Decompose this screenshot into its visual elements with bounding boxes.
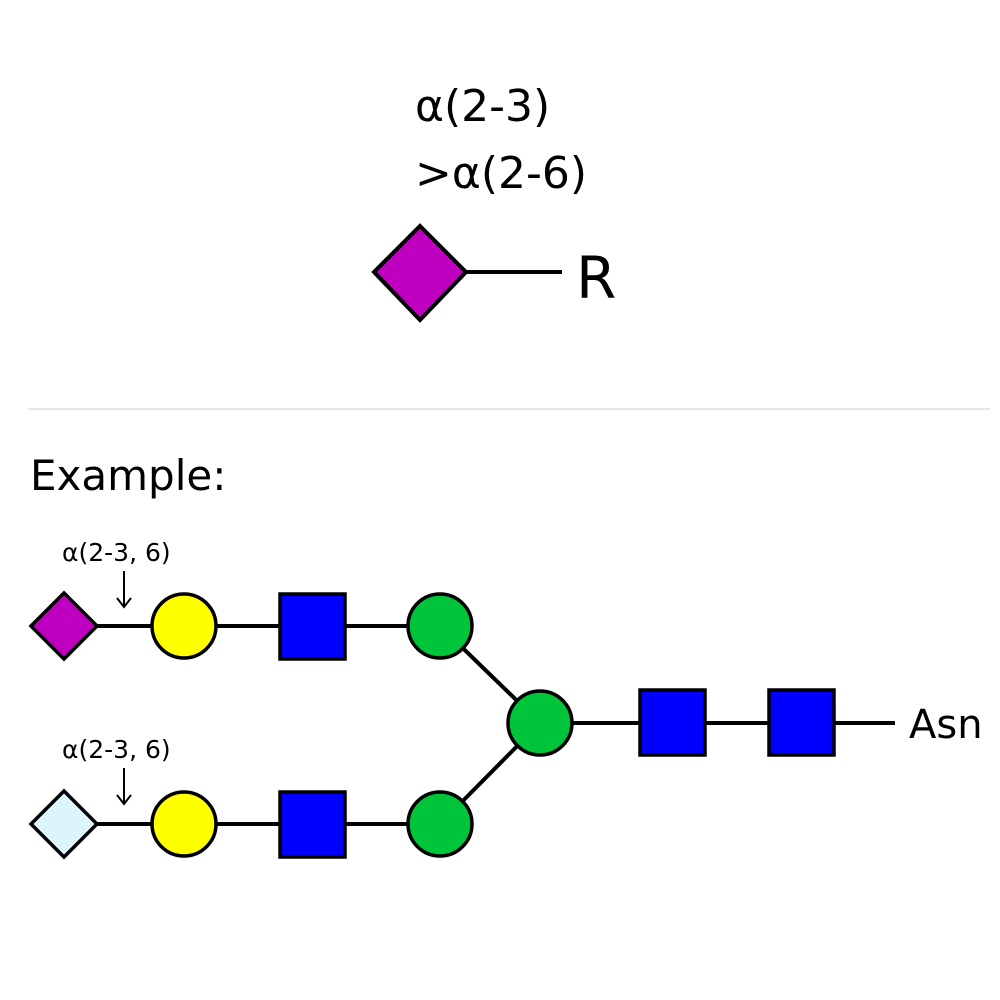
blue-square-icon — [278, 592, 347, 661]
lower-arrow-icon — [116, 768, 132, 806]
example-heading: Example: — [30, 451, 226, 500]
upper-linkage-label: α(2-3, 6) — [62, 538, 171, 567]
green-circle-icon — [506, 689, 574, 757]
aglycone-label: R — [576, 244, 616, 312]
light-blue-diamond-icon — [28, 788, 100, 860]
purple-diamond-icon — [28, 590, 100, 662]
green-circle-icon — [406, 790, 474, 858]
yellow-circle-icon — [150, 592, 218, 660]
purple-diamond-icon — [371, 223, 469, 323]
anchor-label: Asn — [909, 702, 983, 748]
linkage-line-1: α(2-3) — [415, 81, 550, 132]
upper-arrow-icon — [116, 571, 132, 609]
linkage-line-2: >α(2-6) — [415, 148, 587, 199]
blue-square-icon — [278, 790, 347, 859]
yellow-circle-icon — [150, 790, 218, 858]
green-circle-icon — [406, 592, 474, 660]
blue-square-icon — [767, 688, 836, 757]
blue-square-icon — [638, 688, 707, 757]
lower-linkage-label: α(2-3, 6) — [62, 735, 171, 764]
